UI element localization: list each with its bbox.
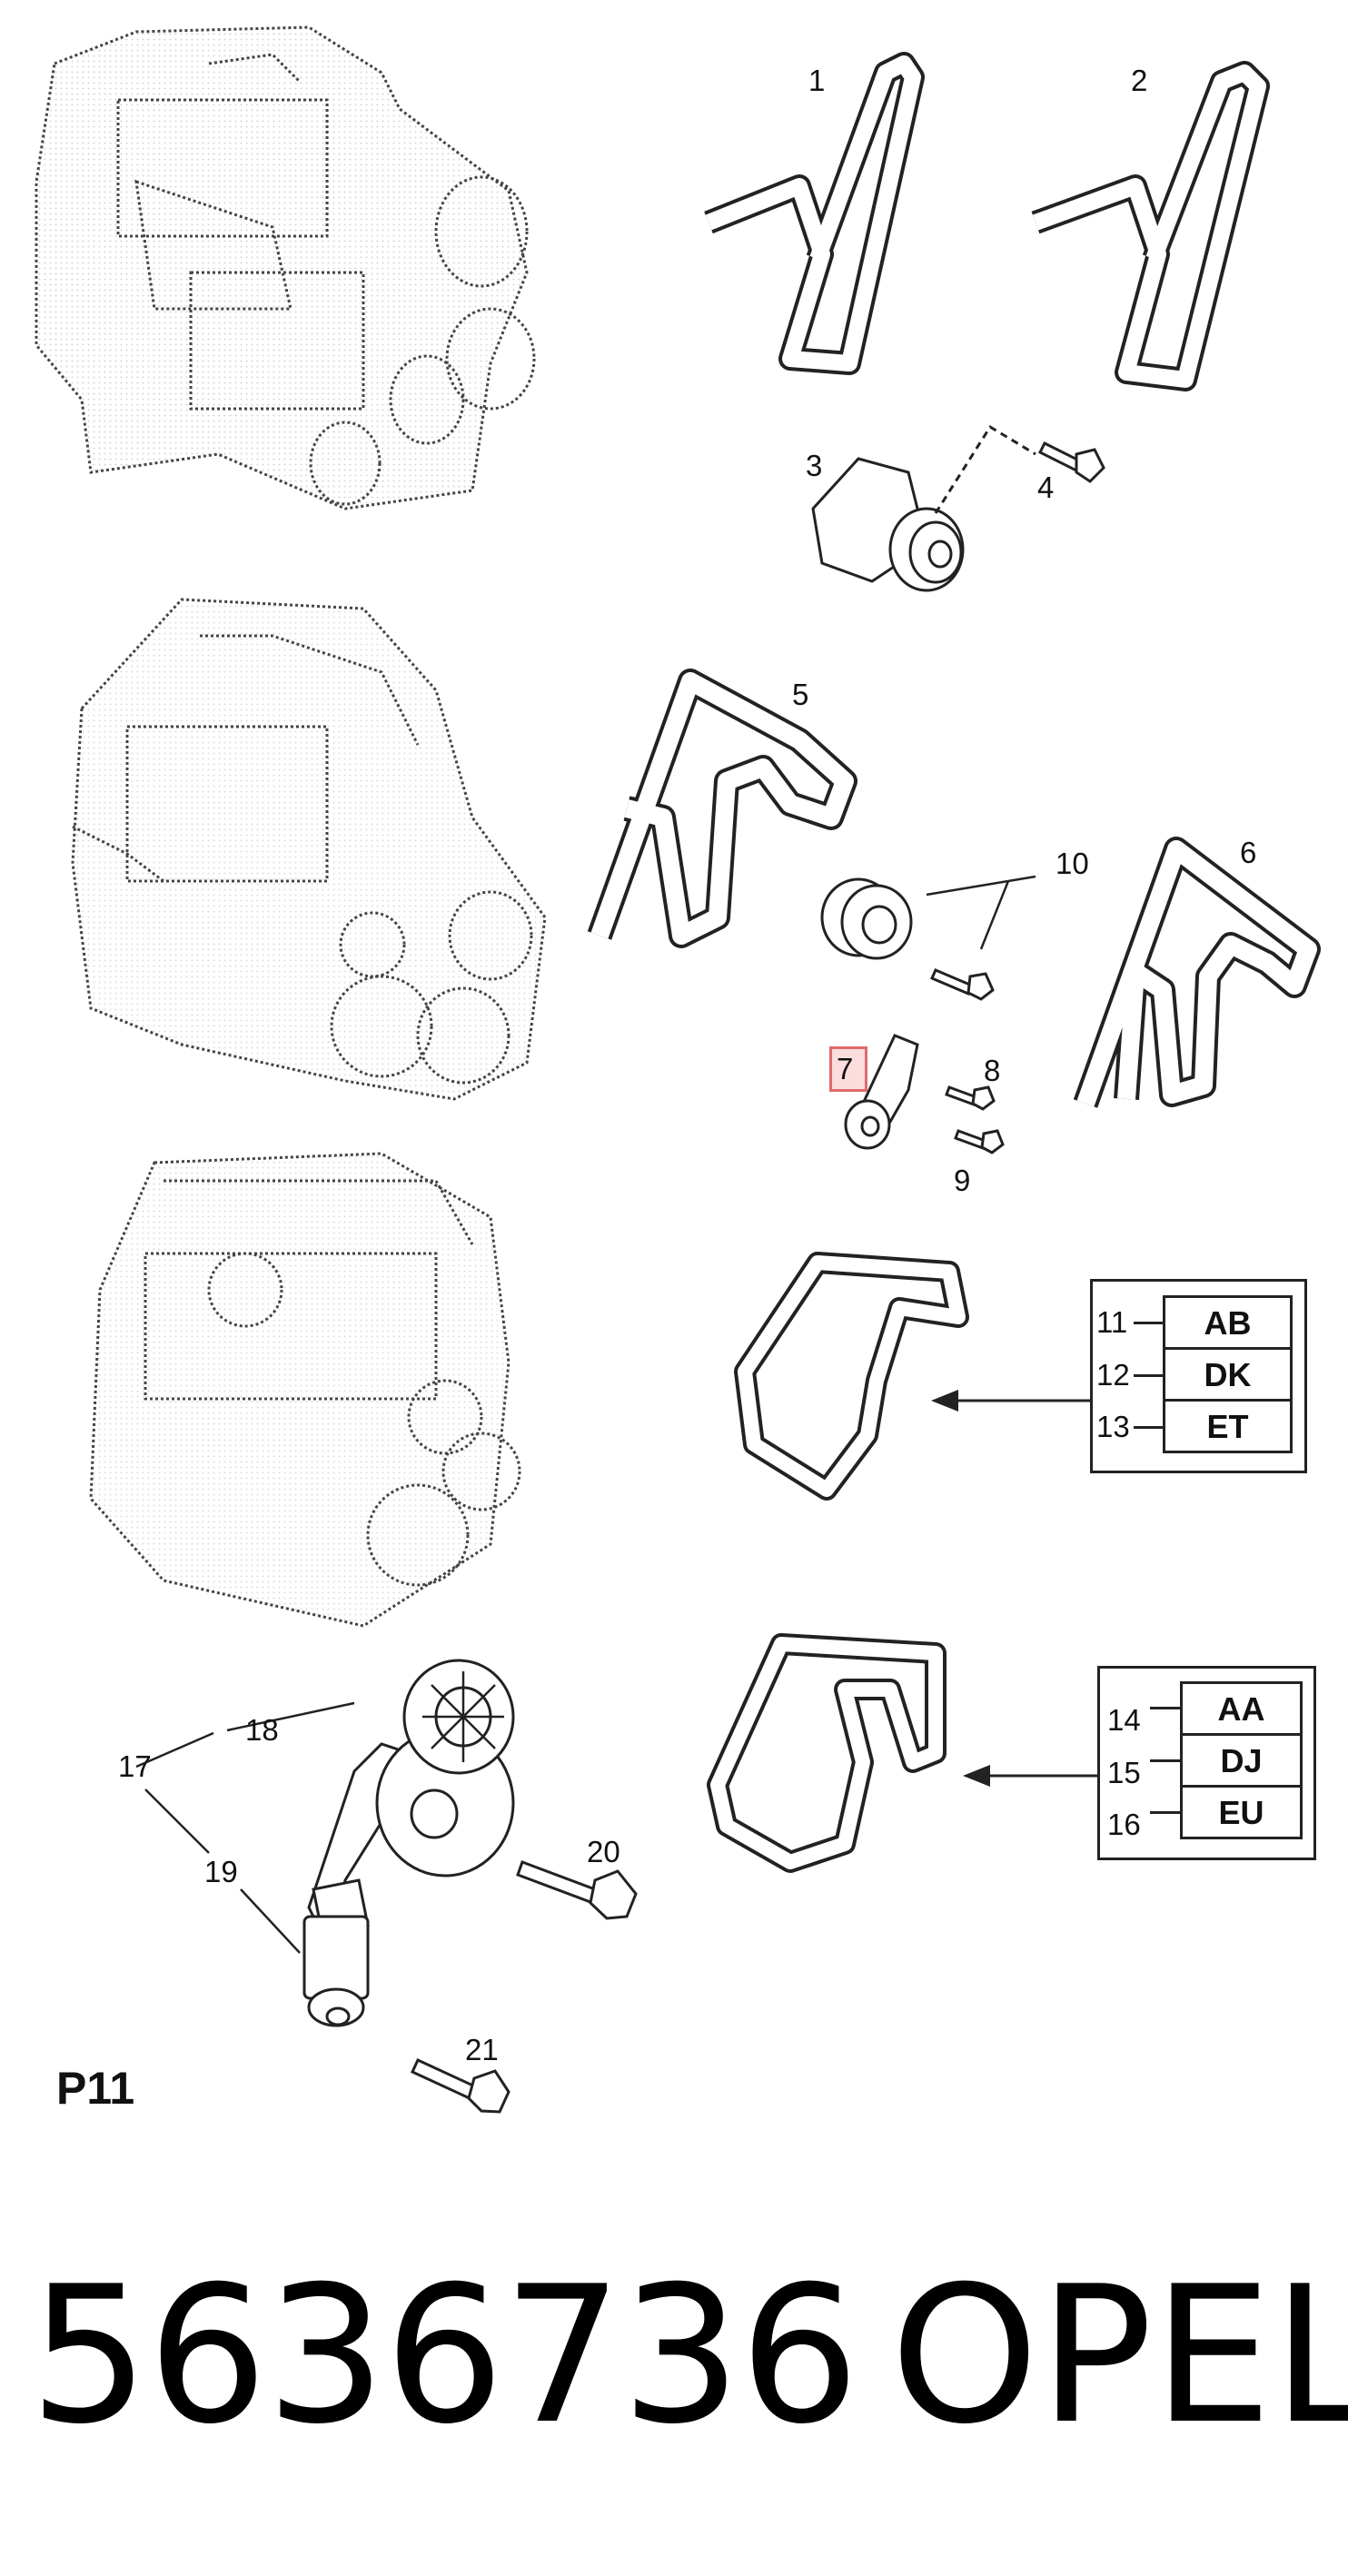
engine-illustration-bottom — [89, 1152, 521, 1628]
variant-leader — [1150, 1811, 1180, 1814]
callout-17: 17 — [118, 1749, 152, 1783]
pointer-arrow-upper — [931, 1390, 1090, 1412]
page-code: P11 — [56, 2063, 135, 2114]
belt-tensioner-assembly-17 — [135, 1659, 515, 2027]
variant-code-cell: DJ — [1180, 1733, 1303, 1788]
variant-table-upper: AB DK ET 11 12 13 — [1090, 1279, 1307, 1473]
belt-variants-11-13 — [734, 1252, 969, 1501]
variant-leader — [1134, 1374, 1163, 1377]
callout-1: 1 — [808, 64, 826, 97]
belt-6 — [1073, 837, 1321, 1108]
variant-number: 16 — [1107, 1808, 1141, 1841]
variant-leader — [1150, 1759, 1180, 1762]
callout-21: 21 — [465, 2033, 499, 2066]
variant-number: 12 — [1096, 1358, 1130, 1392]
variant-code-cell: DK — [1163, 1347, 1293, 1402]
callout-4: 4 — [1037, 471, 1055, 504]
callout-9: 9 — [954, 1164, 971, 1197]
variant-code-cell: AA — [1180, 1681, 1303, 1736]
idler-pulley-10 — [820, 875, 1036, 960]
variant-number: 14 — [1107, 1703, 1141, 1737]
belt-variants-14-16 — [707, 1633, 947, 1873]
variant-leader — [1134, 1426, 1163, 1429]
brand-name: OPEL — [890, 2246, 1348, 2466]
callout-19: 19 — [204, 1855, 238, 1888]
callout-10: 10 — [1056, 847, 1089, 880]
variant-table-lower: AA DJ EU 14 15 16 — [1097, 1666, 1316, 1860]
callout-7: 7 — [837, 1052, 854, 1085]
variant-leader — [1134, 1322, 1163, 1324]
variant-code-cell: ET — [1163, 1399, 1293, 1453]
belt-5 — [587, 669, 857, 948]
variant-leader — [1150, 1707, 1180, 1709]
belt-2 — [1031, 61, 1270, 391]
callout-2: 2 — [1131, 64, 1148, 97]
engine-illustration-middle — [71, 598, 547, 1101]
engine-illustration-top — [35, 25, 536, 510]
bracket-7 — [844, 1034, 919, 1150]
bolt-10 — [930, 968, 995, 1001]
callout-7-highlight — [829, 1046, 867, 1092]
callout-8: 8 — [984, 1054, 1001, 1087]
callout-3: 3 — [806, 449, 823, 482]
variant-number: 15 — [1107, 1756, 1141, 1789]
tensioner-pulley-3 — [811, 424, 1036, 592]
callout-5: 5 — [792, 678, 809, 711]
variant-code-cell: EU — [1180, 1785, 1303, 1839]
callout-6: 6 — [1240, 836, 1257, 869]
part-number: 5636736 — [29, 2246, 859, 2466]
variant-code-cell: AB — [1163, 1295, 1293, 1350]
callout-20: 20 — [587, 1835, 620, 1868]
bolt-20 — [516, 1860, 638, 1920]
pointer-arrow-lower — [963, 1765, 1104, 1787]
bolt-21 — [411, 2058, 510, 2114]
bolt-9 — [954, 1129, 1005, 1154]
callout-18: 18 — [245, 1713, 279, 1747]
variant-number: 11 — [1096, 1305, 1128, 1339]
belt-1 — [704, 52, 925, 375]
variant-number: 13 — [1096, 1410, 1130, 1443]
bolt-8 — [945, 1085, 996, 1111]
bolt-4 — [1037, 441, 1105, 483]
